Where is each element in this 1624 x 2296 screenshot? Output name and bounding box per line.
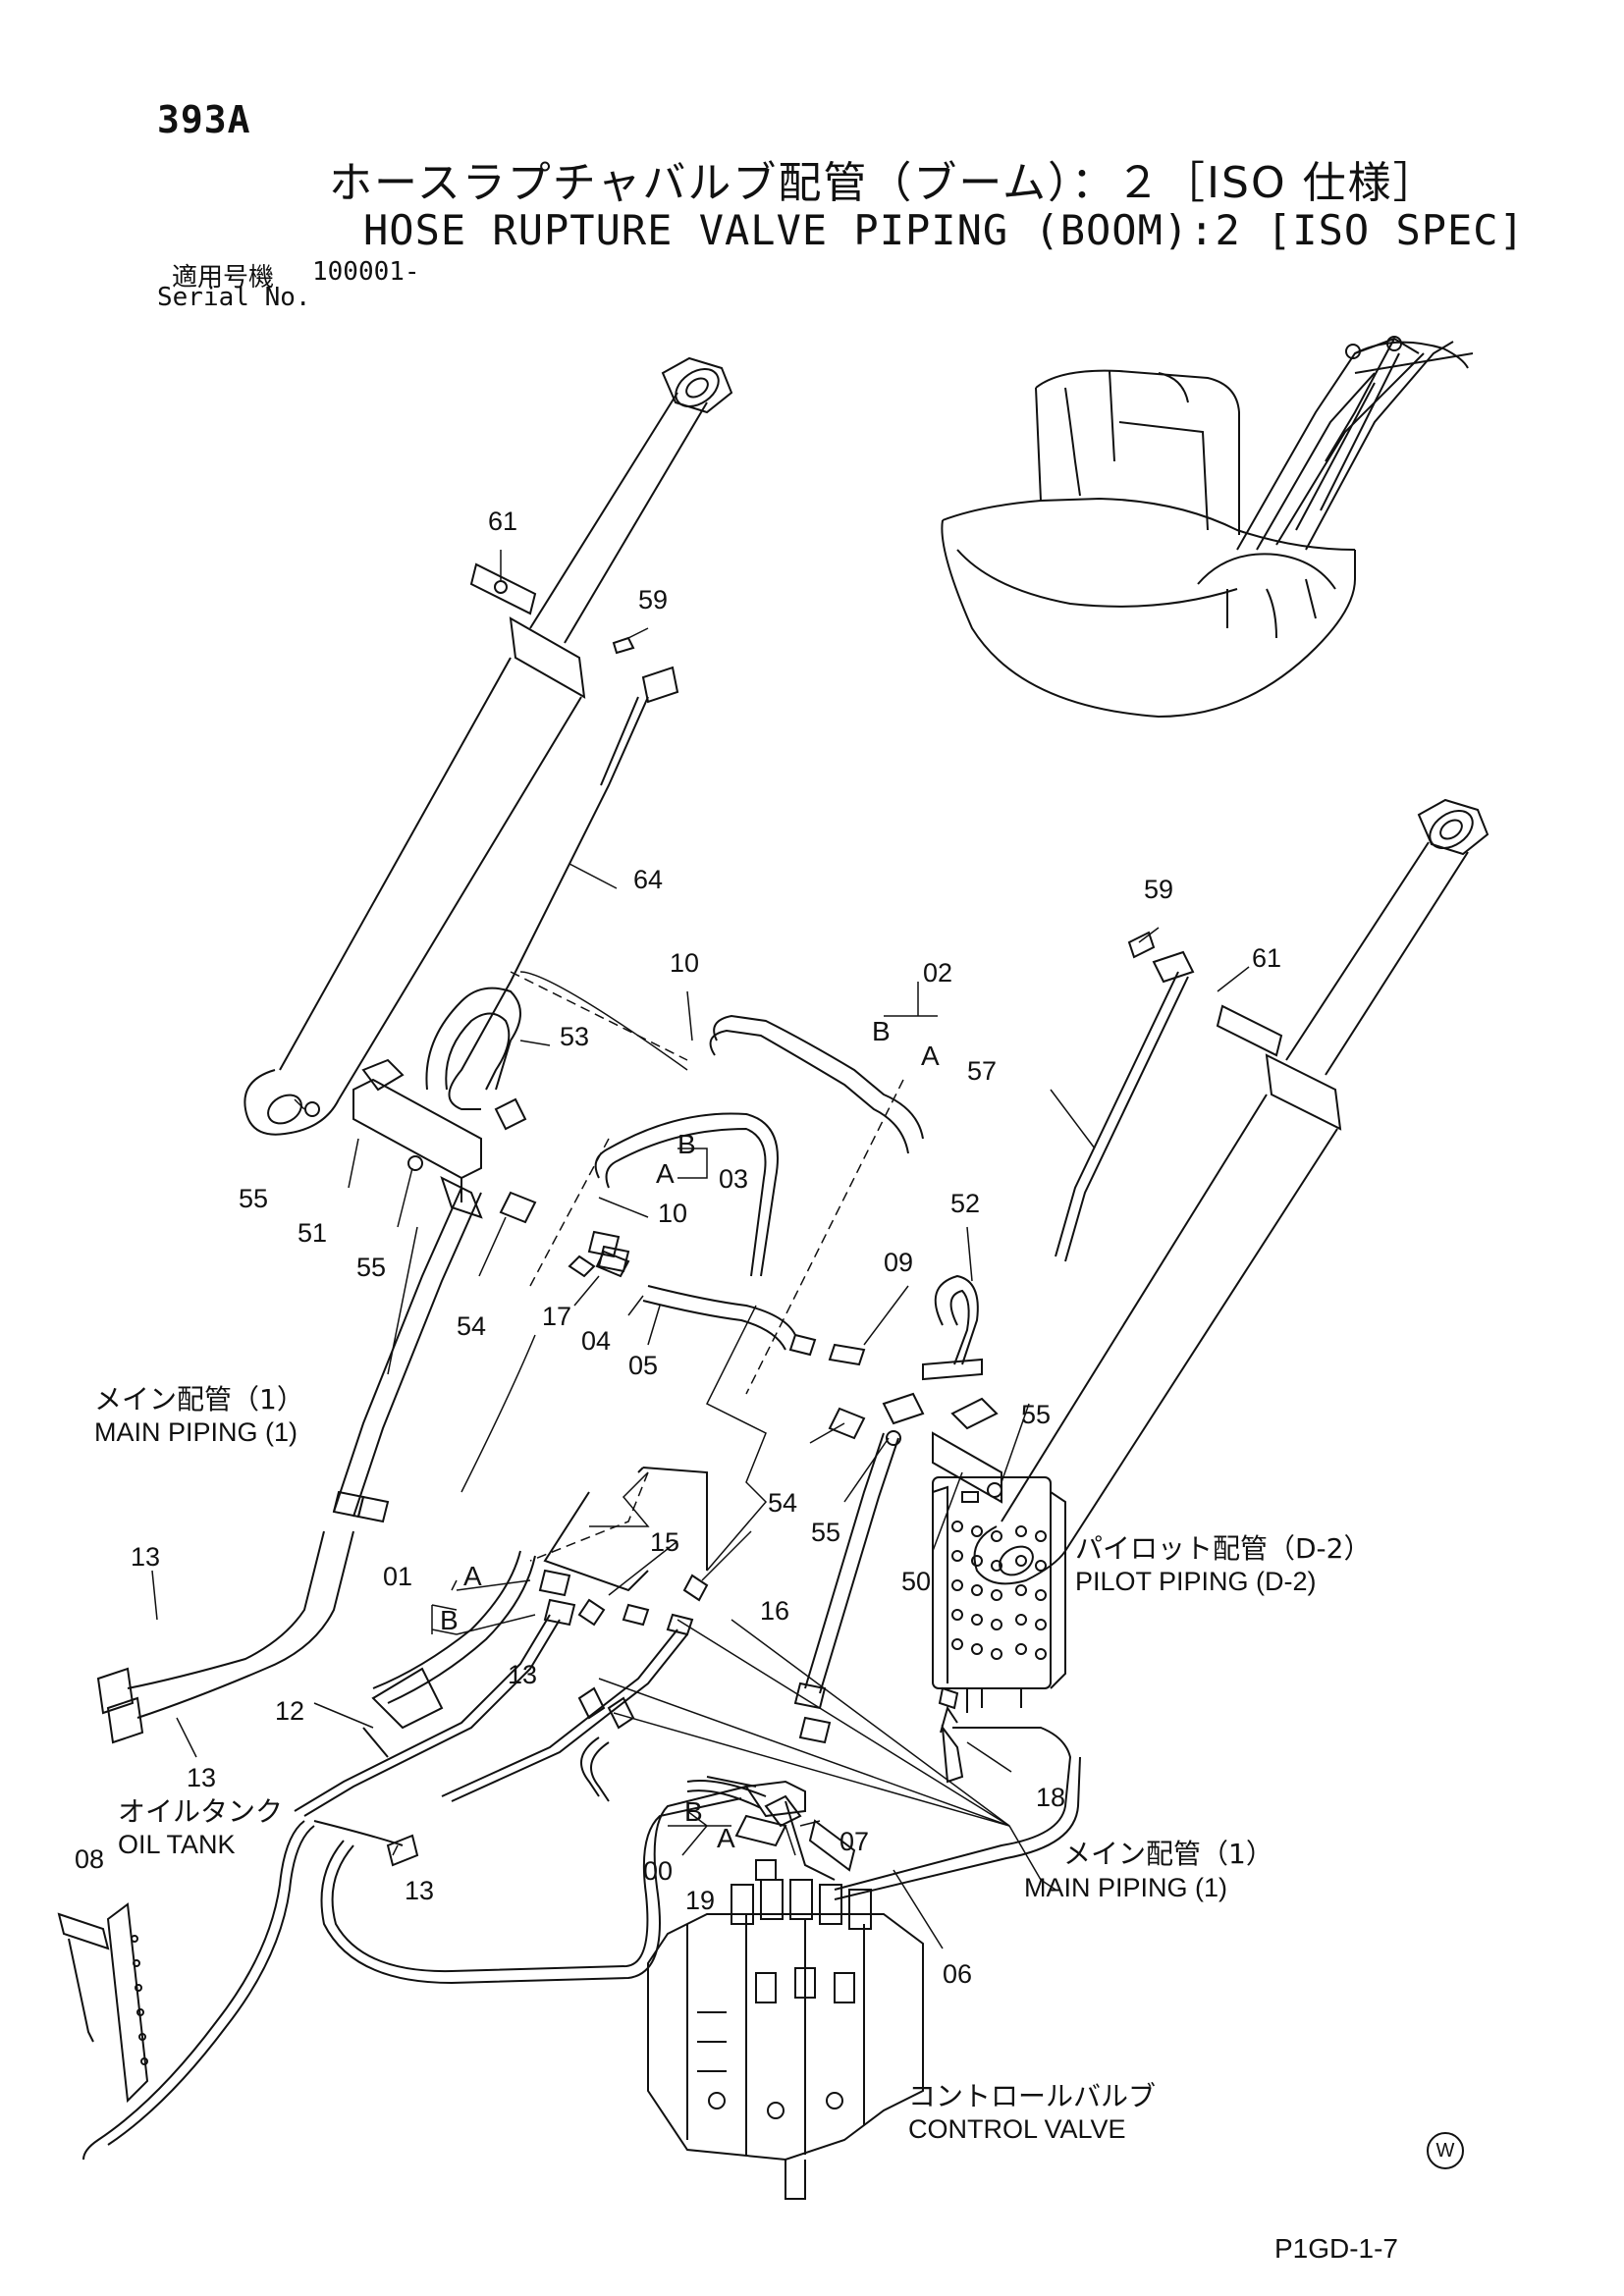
serial-label-english: Serial No. [157, 283, 311, 312]
callout-17: 17 [542, 1302, 571, 1331]
excavator-overview [941, 336, 1474, 719]
descriptive-labels: メイン配管（1） MAIN PIPING (1) オイルタンク OIL TANK… [94, 1383, 1371, 2144]
callout-09: 09 [884, 1248, 913, 1277]
callout-15: 15 [650, 1527, 679, 1557]
callout-07: 07 [839, 1827, 869, 1856]
callout-03-A: A [656, 1158, 675, 1189]
pilot-piping-en: PILOT PIPING (D-2) [1075, 1567, 1317, 1596]
callout-02-B: B [872, 1016, 891, 1046]
drawing-code: P1GD-1-7 [1273, 2233, 1398, 2264]
control-valve [647, 1776, 924, 2200]
callout-55-a: 55 [239, 1184, 268, 1213]
oil-tank-return-hose [57, 1786, 747, 2161]
callout-59-left: 59 [638, 585, 668, 614]
callout-13-a: 13 [131, 1542, 160, 1572]
left-boom-cylinder [244, 356, 733, 1136]
page-number: 393A [157, 98, 251, 141]
callout-50: 50 [901, 1567, 931, 1596]
w-mark: W [1427, 2132, 1464, 2169]
callout-57: 57 [967, 1056, 997, 1086]
callout-53: 53 [560, 1022, 589, 1051]
pipe-06-and-pilot-block [834, 1476, 1081, 1900]
title-english: HOSE RUPTURE VALVE PIPING (BOOM):2 [ISO … [363, 206, 1525, 254]
callout-03: 03 [719, 1164, 748, 1194]
callout-54-left: 54 [457, 1311, 486, 1341]
callout-01-B: B [440, 1605, 459, 1635]
callout-02-A: A [921, 1041, 940, 1071]
callout-05: 05 [628, 1351, 658, 1380]
serial-label-japanese: 適用号機 [172, 263, 275, 293]
callout-51: 51 [298, 1218, 327, 1248]
callout-61-right: 61 [1252, 943, 1281, 973]
callout-00-B: B [684, 1796, 703, 1827]
callout-55-b: 55 [356, 1253, 386, 1282]
callout-03-B: B [677, 1129, 696, 1159]
callout-16: 16 [760, 1596, 789, 1626]
callout-54-right: 54 [768, 1488, 797, 1518]
callout-55-d: 55 [811, 1518, 840, 1547]
left-valve-assembly [96, 696, 649, 1744]
callout-61-left: 61 [488, 507, 517, 536]
callout-13-d: 13 [405, 1876, 434, 1905]
callout-10-top: 10 [670, 948, 699, 978]
hose-00 [686, 1780, 787, 1847]
main-piping-right-en: MAIN PIPING (1) [1024, 1873, 1227, 1902]
callout-13-b: 13 [187, 1763, 216, 1792]
callout-55-c: 55 [1021, 1400, 1051, 1429]
callout-01-A: A [463, 1561, 482, 1591]
title-japanese: ホースラプチャバルブ配管（ブーム）：２［ISO 仕様］ [329, 158, 1438, 208]
callout-64: 64 [633, 865, 663, 894]
dashed-centerlines [510, 971, 904, 1562]
right-boom-cylinder [973, 798, 1489, 1585]
lower-center-hoses [294, 1467, 709, 1817]
serial-value: 100001- [312, 257, 420, 287]
callout-00-A: A [717, 1823, 735, 1853]
pilot-piping-jp: パイロット配管（D-2） [1075, 1532, 1371, 1565]
right-valve-assembly [793, 931, 1195, 1744]
control-valve-en: CONTROL VALVE [908, 2114, 1126, 2144]
callout-12: 12 [275, 1696, 304, 1726]
main-piping-right-jp: メイン配管（1） [1063, 1838, 1273, 1870]
callout-04: 04 [581, 1326, 611, 1356]
leader-lines [151, 550, 1250, 1949]
callout-06: 06 [943, 1959, 972, 1989]
callout-02: 02 [923, 958, 952, 988]
oil-tank-jp: オイルタンク [118, 1795, 283, 1828]
callout-59-right: 59 [1144, 875, 1173, 904]
main-piping-left-jp: メイン配管（1） [94, 1383, 304, 1415]
control-valve-jp: コントロールバルブ [908, 2080, 1156, 2112]
callout-labels: 61 59 64 10 02 B A 53 B A 03 10 55 51 55… [75, 507, 1281, 1989]
callout-13-c: 13 [508, 1660, 537, 1689]
callout-01: 01 [383, 1562, 412, 1591]
callout-52: 52 [950, 1189, 980, 1218]
callout-19: 19 [685, 1886, 715, 1915]
callout-18: 18 [1036, 1783, 1065, 1812]
main-piping-left-en: MAIN PIPING (1) [94, 1417, 298, 1447]
callout-00: 00 [643, 1856, 673, 1886]
callout-10-mid: 10 [658, 1199, 687, 1228]
callout-08: 08 [75, 1844, 104, 1874]
oil-tank-en: OIL TANK [118, 1830, 236, 1859]
